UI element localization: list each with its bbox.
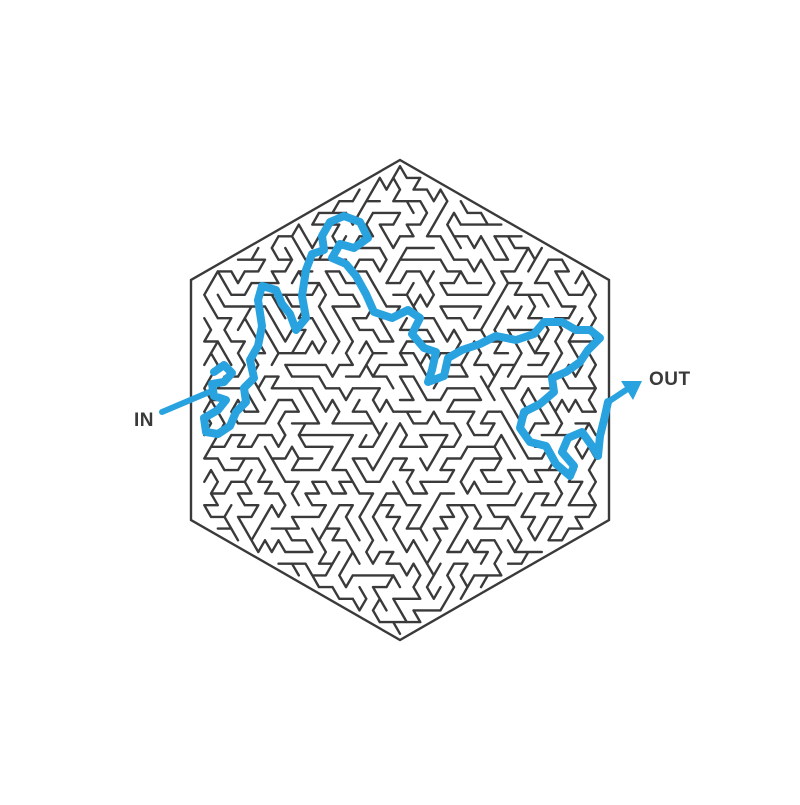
exit-arrowhead-icon bbox=[621, 381, 642, 400]
exit-label: OUT bbox=[649, 369, 691, 390]
entry-arrow bbox=[159, 387, 217, 415]
entrance-label: IN bbox=[134, 410, 154, 431]
maze-walls bbox=[203, 165, 597, 635]
exit-arrow-line bbox=[605, 387, 629, 405]
solution-path bbox=[200, 212, 612, 480]
maze-border bbox=[189, 158, 611, 642]
maze-wall-lines bbox=[203, 165, 597, 635]
